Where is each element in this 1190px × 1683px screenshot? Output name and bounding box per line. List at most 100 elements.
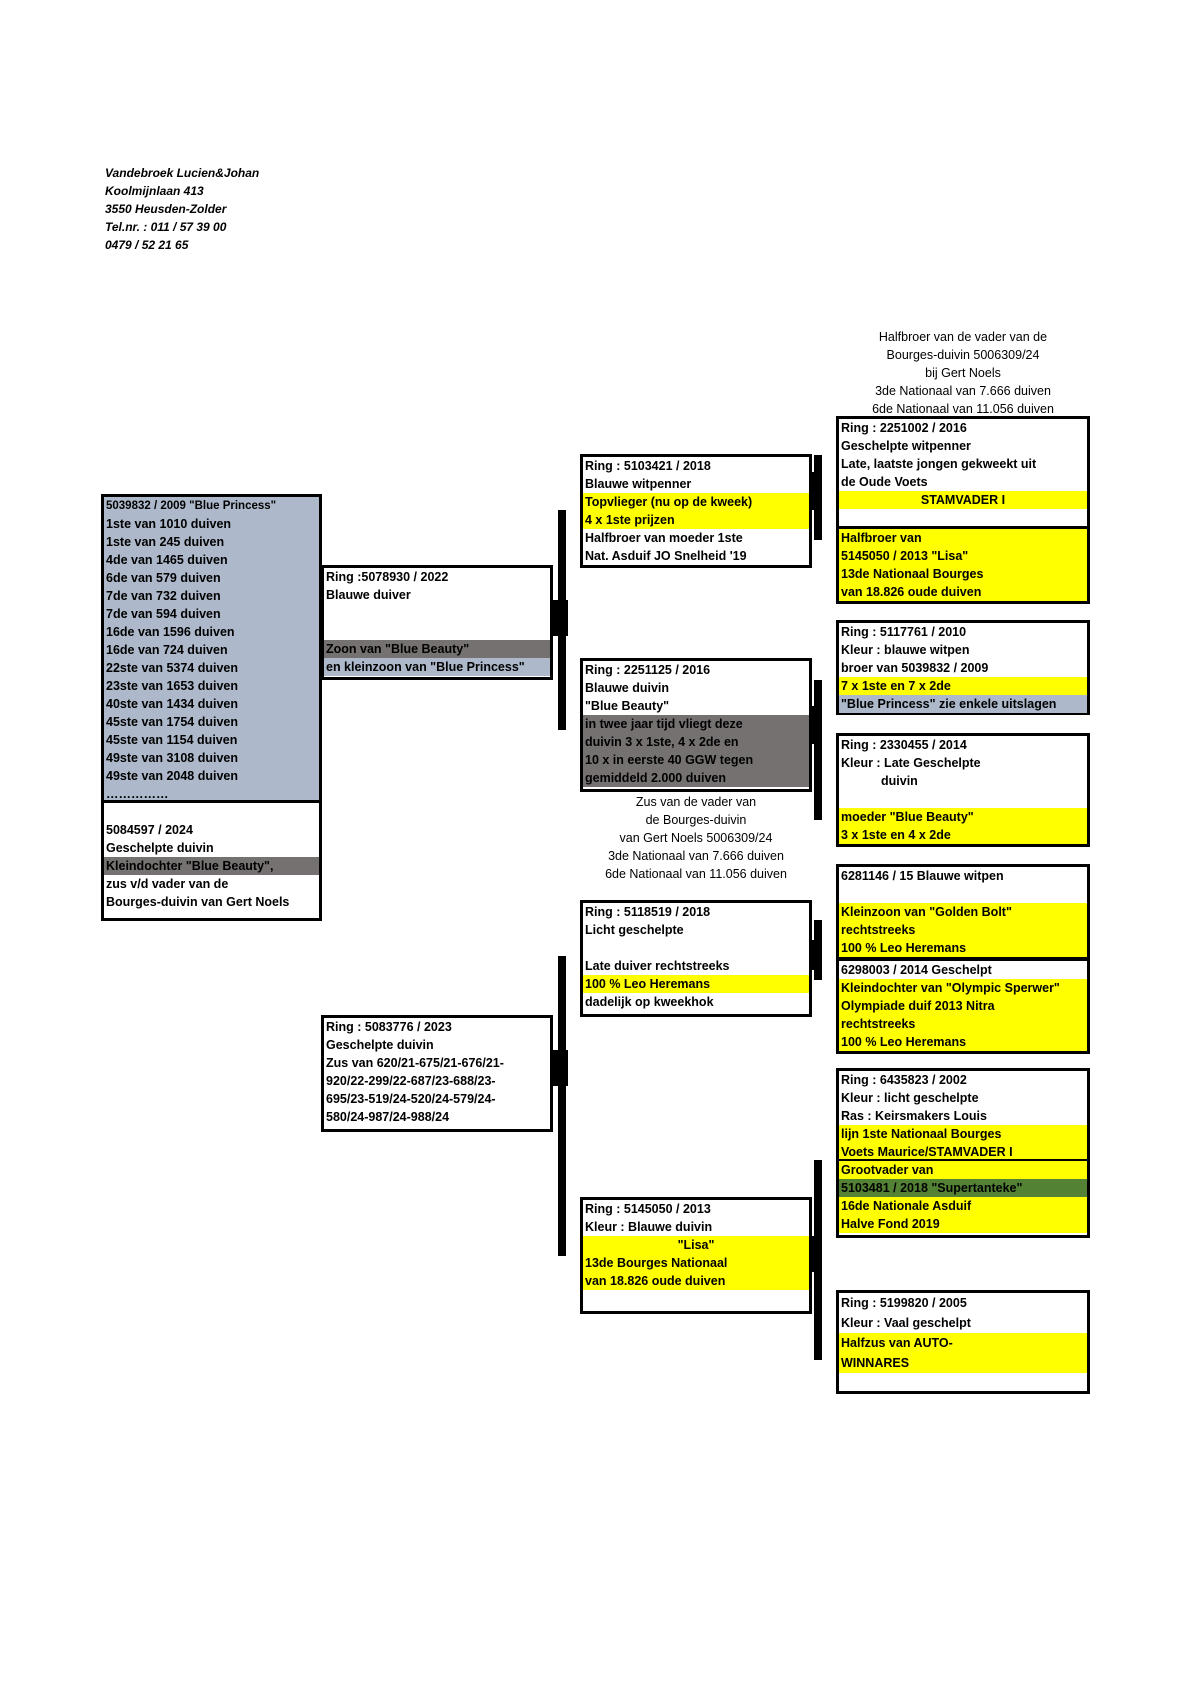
- pigeon-lineage: Bourges-duivin van Gert Noels: [106, 895, 290, 909]
- remark-line: Halfbroer van de vader van de: [878, 330, 1048, 344]
- paternal-grandmother-card: Ring : 2251125 / 2016 Blauwe duivin "Blu…: [580, 658, 812, 792]
- ring: 6298003 / 2014 Geschelpt: [841, 963, 992, 977]
- great-grandmother-mm-card: Ring : 5199820 / 2005 Kleur : Vaal gesch…: [836, 1290, 1090, 1394]
- note: 3 x 1ste en 4 x 2de: [839, 826, 1087, 844]
- mother-note: Zus van 620/21-675/21-676/21-: [326, 1056, 504, 1070]
- note: rechtstreeks: [839, 1015, 1087, 1033]
- breeder-mobile: 0479 / 52 21 65: [105, 238, 189, 252]
- ring: Ring : 2251002 / 2016: [841, 421, 967, 435]
- great-grandfather-remark: Halfbroer van de vader van de Bourges-du…: [836, 328, 1090, 418]
- connector-mf-vertical: [814, 920, 822, 980]
- breeder-phone: Tel.nr. : 011 / 57 39 00: [105, 220, 227, 234]
- breeder-address: Vandebroek Lucien&Johan Koolmijnlaan 413…: [105, 164, 259, 254]
- note: dadelijk op kweekhok: [585, 995, 714, 1009]
- note: Halve Fond 2019: [839, 1215, 1087, 1233]
- note: 7 x 1ste en 7 x 2de: [839, 677, 1087, 695]
- result-line: 7de van 594 duiven: [104, 605, 319, 623]
- note: de Oude Voets: [841, 475, 928, 489]
- note: 13de Bourges Nationaal: [583, 1254, 809, 1272]
- father-color: Blauwe duiver: [326, 588, 411, 602]
- note: duivin 3 x 1ste, 4 x 2de en: [583, 733, 809, 751]
- note: van 18.826 oude duiven: [583, 1272, 809, 1290]
- color: Blauwe witpenner: [585, 477, 692, 491]
- mother-ring: Ring : 5083776 / 2023: [326, 1020, 452, 1034]
- note: moeder "Blue Beauty": [839, 808, 1087, 826]
- connector-mm-vertical: [814, 1160, 822, 1360]
- name: "Lisa": [583, 1236, 809, 1254]
- great-grandfather-fm-card: Ring : 5117761 / 2010 Kleur : blauwe wit…: [836, 620, 1090, 715]
- note: Voets Maurice/STAMVADER I: [839, 1143, 1087, 1161]
- note: gemiddeld 2.000 duiven: [583, 769, 809, 787]
- remark-line: Zus van de vader van: [635, 795, 757, 809]
- result-ellipsis: ……………: [104, 785, 319, 803]
- ring: 6281146 / 15 Blauwe witpen: [841, 869, 1004, 883]
- ring: Ring : 5117761 / 2010: [841, 625, 967, 639]
- note: 10 x in eerste 40 GGW tegen: [583, 751, 809, 769]
- great-grandmother-mf-card: 6298003 / 2014 Geschelpt Kleindochter va…: [836, 958, 1090, 1054]
- remark-line: 3de Nationaal van 7.666 duiven: [608, 849, 784, 863]
- great-grandfather-ff-card: Ring : 2251002 / 2016 Geschelpte witpenn…: [836, 416, 1090, 529]
- note: lijn 1ste Nationaal Bourges: [839, 1125, 1087, 1143]
- color: Licht geschelpte: [585, 923, 684, 937]
- result-line: 49ste van 2048 duiven: [104, 767, 319, 785]
- color: Kleur : blauwe witpen: [841, 643, 970, 657]
- ring: Ring : 2330455 / 2014: [841, 738, 967, 752]
- note: Halfbroer van: [839, 529, 1087, 547]
- remark-line: 6de Nationaal van 11.056 duiven: [605, 867, 787, 881]
- remark-line: 6de Nationaal van 11.056 duiven: [872, 402, 1054, 416]
- note: 4 x 1ste prijzen: [583, 511, 809, 529]
- note: 100 % Leo Heremans: [839, 1033, 1087, 1051]
- result-line: 16de van 724 duiven: [104, 641, 319, 659]
- ring: Ring : 5199820 / 2005: [841, 1296, 967, 1310]
- note: WINNARES: [839, 1353, 1087, 1373]
- color: Kleur : Blauwe duivin: [585, 1220, 713, 1234]
- note: Grootvader van: [839, 1161, 1087, 1179]
- note: 13de Nationaal Bourges: [839, 565, 1087, 583]
- note: 100 % Leo Heremans: [839, 939, 1087, 957]
- mother-note: 920/22-299/22-687/23-688/23-: [326, 1074, 496, 1088]
- note: 5103481 / 2018 "Supertanteke": [839, 1179, 1087, 1197]
- spacer-line: [324, 622, 550, 640]
- note: Olympiade duif 2013 Nitra: [839, 997, 1087, 1015]
- note: 5145050 / 2013 "Lisa": [839, 547, 1087, 565]
- connector-ff-vertical: [814, 455, 822, 540]
- result-line: 40ste van 1434 duiven: [104, 695, 319, 713]
- note: Late duiver rechtstreeks: [585, 959, 730, 973]
- note: Kleindochter van "Olympic Sperwer": [839, 979, 1087, 997]
- breed: Ras : Keirsmakers Louis: [841, 1109, 987, 1123]
- note: van 18.826 oude duiven: [839, 583, 1087, 601]
- connector-mother-vertical: [558, 956, 566, 1256]
- result-line: 22ste van 5374 duiven: [104, 659, 319, 677]
- name: "Blue Beauty": [585, 699, 670, 713]
- subject-pigeon-card: 5039832 / 2009 "Blue Princess" 1ste van …: [101, 494, 322, 921]
- pigeon-lineage: zus v/d vader van de: [106, 877, 229, 891]
- result-line: 23ste van 1653 duiven: [104, 677, 319, 695]
- pigeon-lineage: Kleindochter "Blue Beauty",: [104, 857, 319, 875]
- connector-fm-vertical: [814, 680, 822, 820]
- breeder-street: Koolmijnlaan 413: [105, 184, 204, 198]
- father-ring: Ring :5078930 / 2022: [326, 570, 449, 584]
- breeder-name: Vandebroek Lucien&Johan: [105, 166, 260, 180]
- result-line: 45ste van 1754 duiven: [104, 713, 319, 731]
- spacer-line: [583, 1290, 809, 1308]
- great-grandfather-mf-card: 6281146 / 15 Blauwe witpen Kleinzoon van…: [836, 864, 1090, 960]
- remark-line: 3de Nationaal van 7.666 duiven: [875, 384, 1051, 398]
- great-grandmother-ff-card: Halfbroer van 5145050 / 2013 "Lisa" 13de…: [836, 526, 1090, 604]
- remark-line: van Gert Noels 5006309/24: [619, 831, 773, 845]
- father-note: en kleinzoon van "Blue Princess": [324, 658, 550, 676]
- color: Kleur : licht geschelpte: [841, 1091, 979, 1105]
- mother-card: Ring : 5083776 / 2023 Geschelpte duivin …: [321, 1015, 553, 1132]
- connector-father-vertical: [558, 510, 566, 730]
- breeder-city: 3550 Heusden-Zolder: [105, 202, 227, 216]
- result-line: 6de van 579 duiven: [104, 569, 319, 587]
- note: Halfzus van AUTO-: [839, 1333, 1087, 1353]
- result-line: 45ste van 1154 duiven: [104, 731, 319, 749]
- mother-note: 580/24-987/24-988/24: [326, 1110, 450, 1124]
- spacer-line: [839, 885, 1087, 903]
- ring: Ring : 5103421 / 2018: [585, 459, 711, 473]
- color: Geschelpte witpenner: [841, 439, 971, 453]
- spacer-line: [839, 790, 1087, 808]
- note: 16de Nationale Asduif: [839, 1197, 1087, 1215]
- great-grandmother-fm-card: Ring : 2330455 / 2014 Kleur : Late Gesch…: [836, 733, 1090, 847]
- color: Kleur : Vaal geschelpt: [841, 1316, 971, 1330]
